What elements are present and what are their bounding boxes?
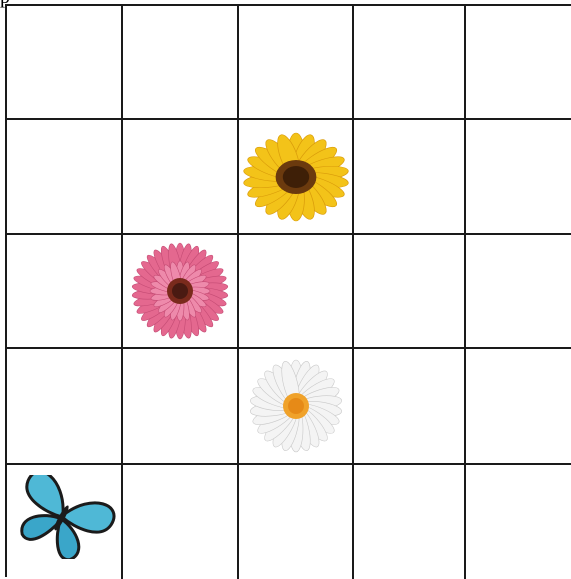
grid-cell-r4-c4[interactable] [466, 465, 571, 579]
grid-cell-r1-c4[interactable] [466, 120, 571, 235]
grid-cell-r4-c3[interactable] [354, 465, 466, 579]
grid-cell-r3-c3[interactable] [354, 349, 466, 465]
grid-cell-r2-c4[interactable] [466, 235, 571, 349]
grid-cell-r0-c0[interactable] [7, 6, 123, 120]
grid-cell-r4-c2[interactable] [239, 465, 354, 579]
game-grid [5, 4, 571, 577]
grid-cell-r1-c3[interactable] [354, 120, 466, 235]
grid-cell-r0-c1[interactable] [123, 6, 239, 120]
grid-cell-r3-c2[interactable] [239, 349, 354, 465]
grid-cell-r4-c0[interactable] [7, 465, 123, 579]
grid-cell-r2-c0[interactable] [7, 235, 123, 349]
blue-butterfly-icon[interactable] [7, 475, 117, 559]
grid-cell-r0-c3[interactable] [354, 6, 466, 120]
sunflower-icon[interactable] [241, 132, 351, 222]
grid-cell-r2-c3[interactable] [354, 235, 466, 349]
grid-cell-r4-c1[interactable] [123, 465, 239, 579]
grid-cell-r2-c1[interactable] [123, 235, 239, 349]
grid-cell-r3-c4[interactable] [466, 349, 571, 465]
grid-cell-r0-c2[interactable] [239, 6, 354, 120]
grid-cell-r1-c2[interactable] [239, 120, 354, 235]
grid-cell-r3-c1[interactable] [123, 349, 239, 465]
grid-cell-r1-c1[interactable] [123, 120, 239, 235]
pink-gerbera-icon[interactable] [128, 241, 232, 341]
grid-cell-r1-c0[interactable] [7, 120, 123, 235]
grid-cell-r2-c2[interactable] [239, 235, 354, 349]
grid-cell-r3-c0[interactable] [7, 349, 123, 465]
daisy-icon[interactable] [247, 358, 345, 454]
grid-cell-r0-c4[interactable] [466, 6, 571, 120]
